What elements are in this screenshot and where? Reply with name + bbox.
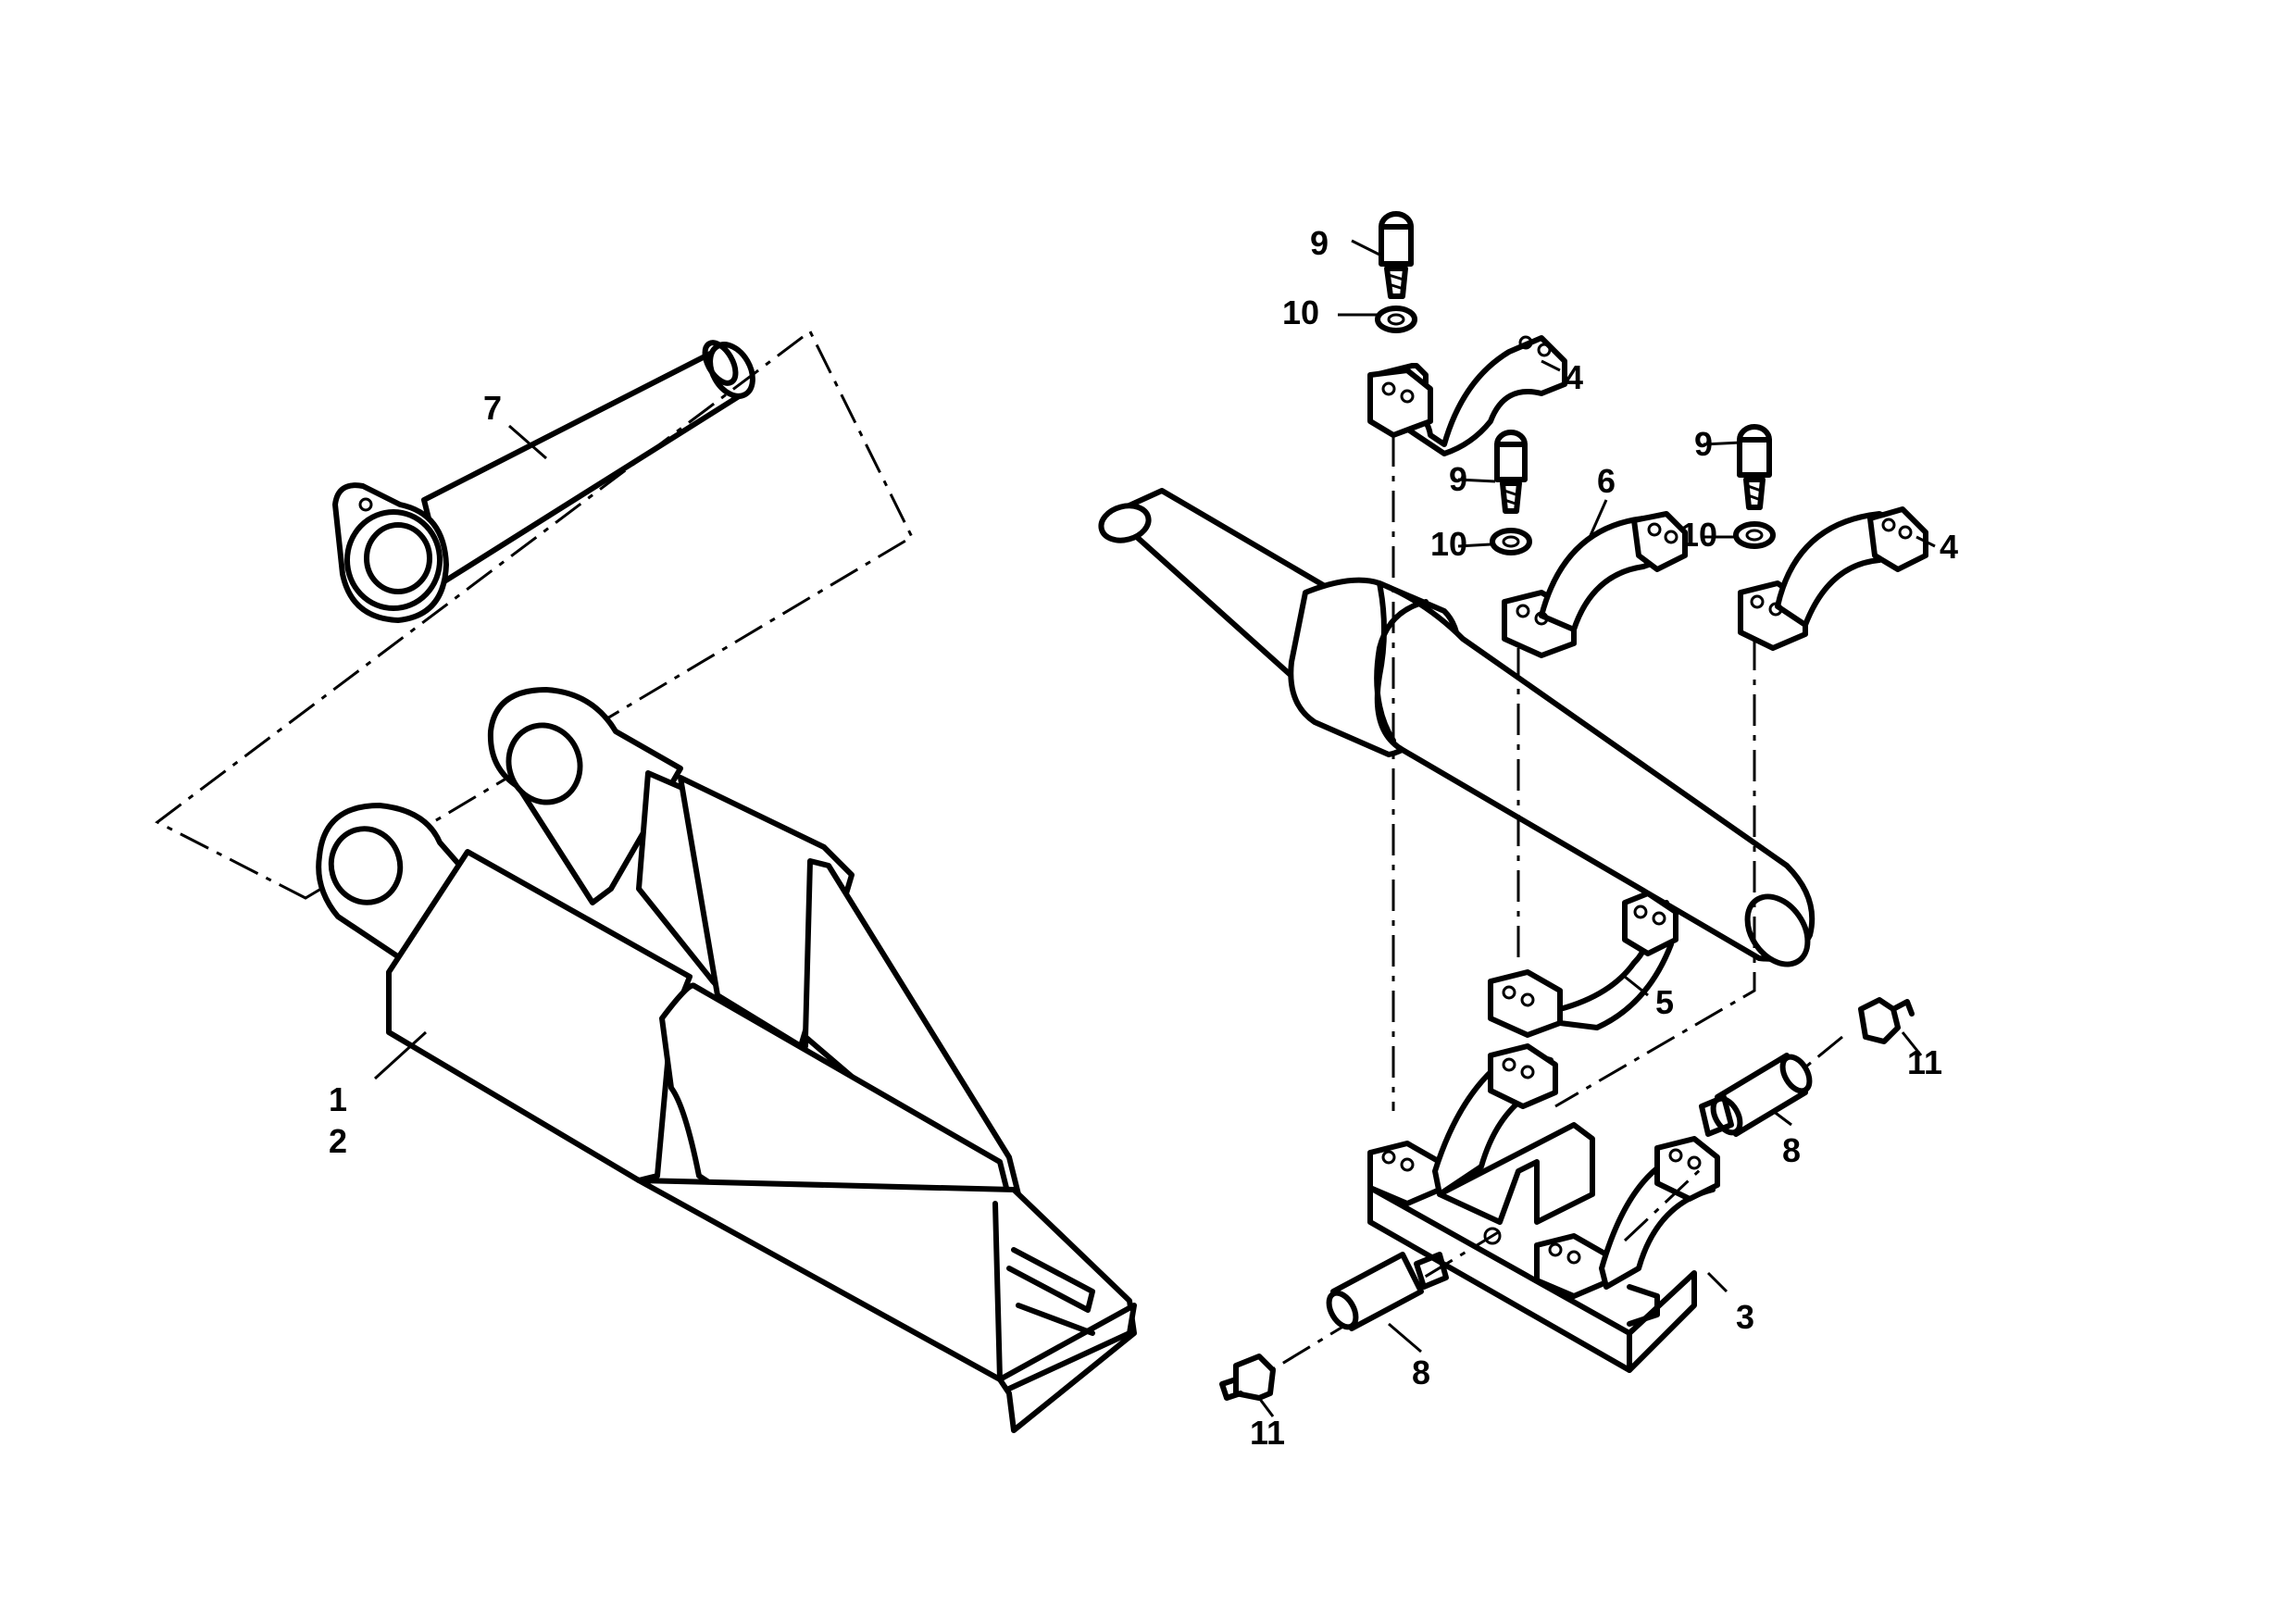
part-7-pin <box>332 340 755 623</box>
callout-3: 3 <box>1736 1298 1754 1336</box>
part-9-bolt-right <box>1737 424 1772 510</box>
callout-8-upper: 8 <box>1782 1131 1801 1169</box>
callout-2: 2 <box>329 1122 347 1160</box>
callout-1: 1 <box>329 1080 347 1118</box>
callout-9-right: 9 <box>1694 425 1713 463</box>
callout-9-middle: 9 <box>1449 460 1467 498</box>
callout-4-top: 4 <box>1565 358 1583 396</box>
part-10-washer-right <box>1733 521 1776 549</box>
callout-5: 5 <box>1655 983 1674 1021</box>
callout-4-right: 4 <box>1940 528 1958 566</box>
callout-7: 7 <box>483 389 502 427</box>
part-9-bolt-middle <box>1494 430 1528 514</box>
callout-11-upper: 11 <box>1907 1043 1942 1081</box>
hydraulic-cylinder <box>1098 488 1816 967</box>
part-1-bracket <box>316 687 1137 1433</box>
callouts: 1 2 3 4 4 5 6 7 8 8 9 9 9 10 10 10 11 11 <box>329 224 1958 1452</box>
alignment-line-c <box>1554 639 1756 1108</box>
part-9-bolt-top <box>1379 211 1414 299</box>
part-3-base-block <box>1367 1043 1720 1373</box>
part-8-sleeve-lower <box>1326 1252 1449 1331</box>
part-10-washer-middle <box>1490 528 1532 555</box>
part-8-sleeve-upper <box>1699 1053 1813 1137</box>
callout-10-right: 10 <box>1680 516 1717 554</box>
alignment-line-f <box>1623 1165 1705 1242</box>
part-10-washer-top <box>1375 306 1417 333</box>
part-4-clamp-right <box>1738 506 1928 651</box>
leader-lines <box>373 239 1936 1417</box>
part-5-clamp-half <box>1488 891 1678 1038</box>
pin-axis-line <box>155 329 914 900</box>
part-6-clamp <box>1502 511 1688 658</box>
callout-9-top: 9 <box>1310 224 1329 262</box>
part-11-nipple-upper <box>1858 997 1915 1044</box>
callout-6: 6 <box>1597 462 1616 500</box>
callout-8-lower: 8 <box>1412 1354 1430 1391</box>
alignment-line-e <box>1791 1035 1843 1080</box>
callout-11-lower: 11 <box>1250 1414 1285 1452</box>
callout-10-top: 10 <box>1282 293 1319 331</box>
part-11-nipple-lower <box>1219 1354 1276 1401</box>
part-4-clamp-top <box>1367 335 1567 456</box>
callout-10-middle: 10 <box>1430 525 1467 563</box>
